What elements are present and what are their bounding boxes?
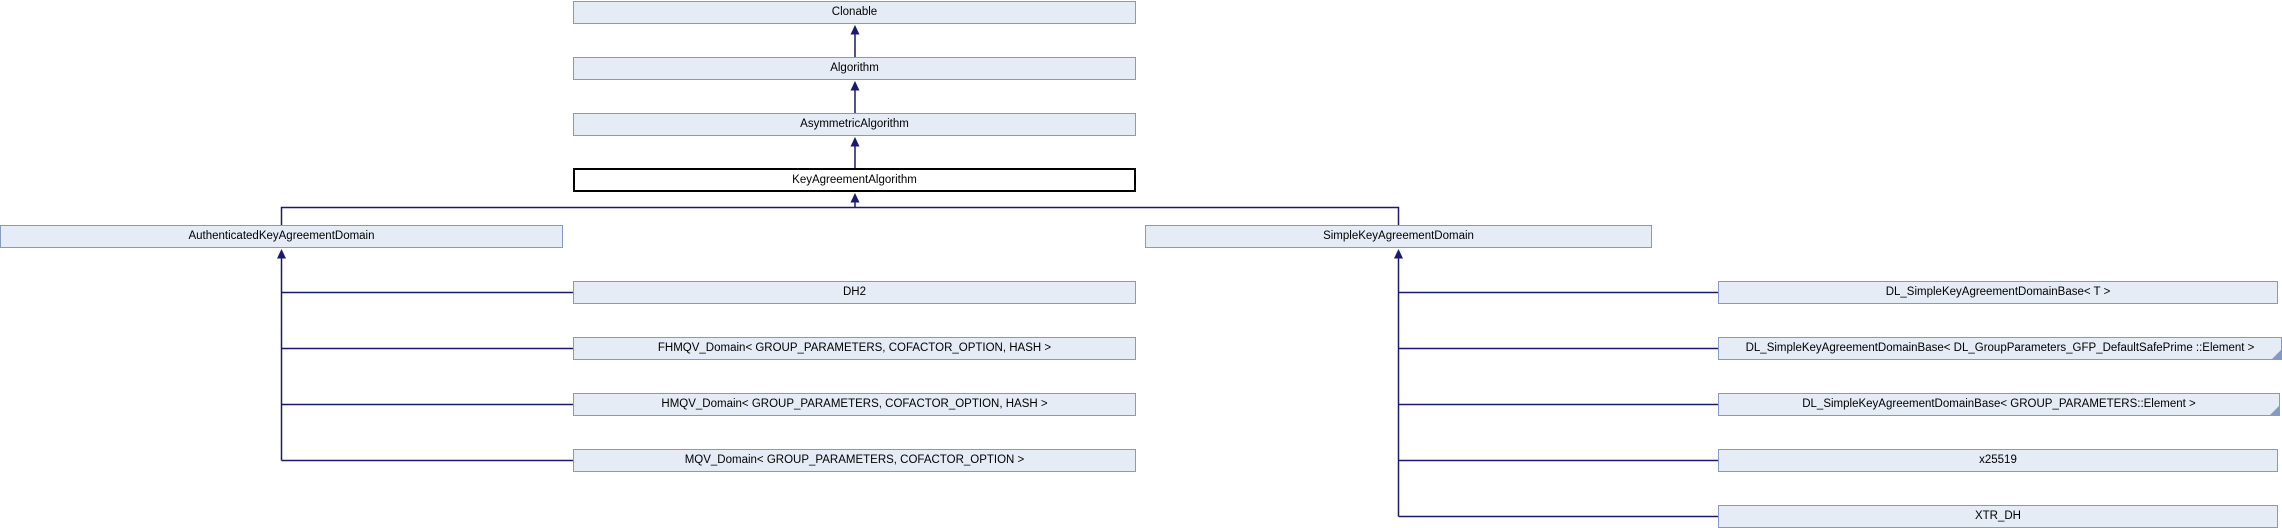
node-dl-simple-key-agreement-domain-base-t[interactable]: DL_SimpleKeyAgreementDomainBase< T > — [1718, 281, 2278, 304]
node-key-agreement-algorithm: KeyAgreementAlgorithm — [573, 168, 1136, 192]
node-algorithm[interactable]: Algorithm — [573, 57, 1136, 80]
node-label: KeyAgreementAlgorithm — [792, 174, 917, 186]
node-dh2[interactable]: DH2 — [573, 281, 1136, 304]
node-authenticated-key-agreement-domain[interactable]: AuthenticatedKeyAgreementDomain — [0, 225, 563, 248]
folded-corner-icon — [2270, 406, 2279, 415]
folded-corner-icon — [2272, 350, 2281, 359]
node-label: DL_SimpleKeyAgreementDomainBase< GROUP_P… — [1802, 398, 2196, 410]
node-dl-simple-key-agreement-domain-base-group-parameters[interactable]: DL_SimpleKeyAgreementDomainBase< GROUP_P… — [1718, 393, 2280, 416]
node-hmqv-domain[interactable]: HMQV_Domain< GROUP_PARAMETERS, COFACTOR_… — [573, 393, 1136, 416]
node-dl-simple-key-agreement-domain-base-gfp-defaultsafeprime[interactable]: DL_SimpleKeyAgreementDomainBase< DL_Grou… — [1718, 337, 2282, 360]
node-label: SimpleKeyAgreementDomain — [1323, 230, 1474, 242]
node-label: DH2 — [842, 286, 866, 298]
node-fhmqv-domain[interactable]: FHMQV_Domain< GROUP_PARAMETERS, COFACTOR… — [573, 337, 1136, 360]
node-simple-key-agreement-domain[interactable]: SimpleKeyAgreementDomain — [1145, 225, 1652, 248]
node-label: x25519 — [1979, 454, 2017, 466]
node-xtr-dh[interactable]: XTR_DH — [1718, 505, 2278, 528]
node-mqv-domain[interactable]: MQV_Domain< GROUP_PARAMETERS, COFACTOR_O… — [573, 449, 1136, 472]
node-label: AsymmetricAlgorithm — [800, 118, 909, 130]
node-x25519[interactable]: x25519 — [1718, 449, 2278, 472]
node-label: DL_SimpleKeyAgreementDomainBase< T > — [1885, 286, 2111, 298]
node-clonable[interactable]: Clonable — [573, 1, 1136, 24]
arrowhead-icons — [277, 25, 1403, 259]
node-label: Algorithm — [830, 62, 879, 74]
node-label: HMQV_Domain< GROUP_PARAMETERS, COFACTOR_… — [661, 398, 1048, 410]
node-asymmetric-algorithm[interactable]: AsymmetricAlgorithm — [573, 113, 1136, 136]
node-label: AuthenticatedKeyAgreementDomain — [188, 230, 375, 242]
node-label: FHMQV_Domain< GROUP_PARAMETERS, COFACTOR… — [657, 342, 1052, 354]
node-label: Clonable — [831, 6, 878, 18]
node-label: MQV_Domain< GROUP_PARAMETERS, COFACTOR_O… — [684, 454, 1025, 466]
node-label: DL_SimpleKeyAgreementDomainBase< DL_Grou… — [1745, 342, 2255, 354]
node-label: XTR_DH — [1974, 510, 2021, 522]
